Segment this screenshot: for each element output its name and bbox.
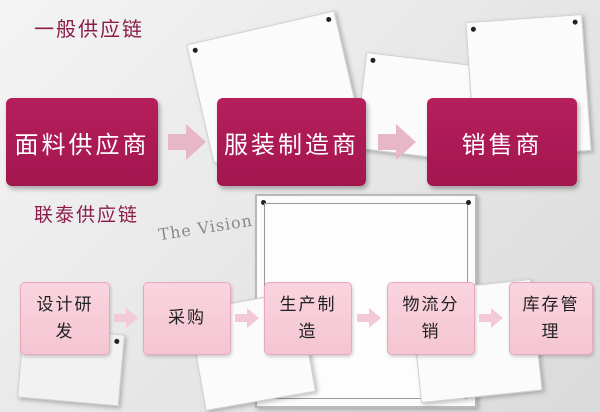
node-inventory-management: 库存管理 [509, 282, 593, 355]
node-procurement: 采购 [143, 282, 231, 355]
general-supply-chain-title: 一般供应链 [34, 17, 144, 41]
node-fabric-supplier: 面料供应商 [6, 98, 158, 186]
flow-arrow-icon [357, 308, 381, 328]
node-design-rd: 设计研发 [20, 282, 110, 355]
node-label: 库存管理 [522, 295, 580, 342]
node-label: 生产制造 [279, 295, 337, 342]
flow-arrow-icon [378, 124, 416, 160]
node-logistics-distribution: 物流分销 [387, 282, 475, 355]
flow-arrow-icon [479, 308, 503, 328]
flow-arrow-icon [114, 308, 138, 328]
node-label: 采购 [168, 308, 206, 329]
node-label: 设计研发 [36, 295, 94, 342]
flow-arrow-icon [168, 124, 206, 160]
flow-arrow-icon [235, 308, 259, 328]
node-label: 物流分销 [402, 295, 460, 342]
node-garment-manufacturer: 服装制造商 [217, 98, 366, 186]
node-manufacturing: 生产制造 [264, 282, 352, 355]
node-retailer: 销售商 [427, 98, 577, 186]
watermark-text: The Vision [157, 210, 255, 245]
luentai-supply-chain-title: 联泰供应链 [34, 204, 140, 226]
